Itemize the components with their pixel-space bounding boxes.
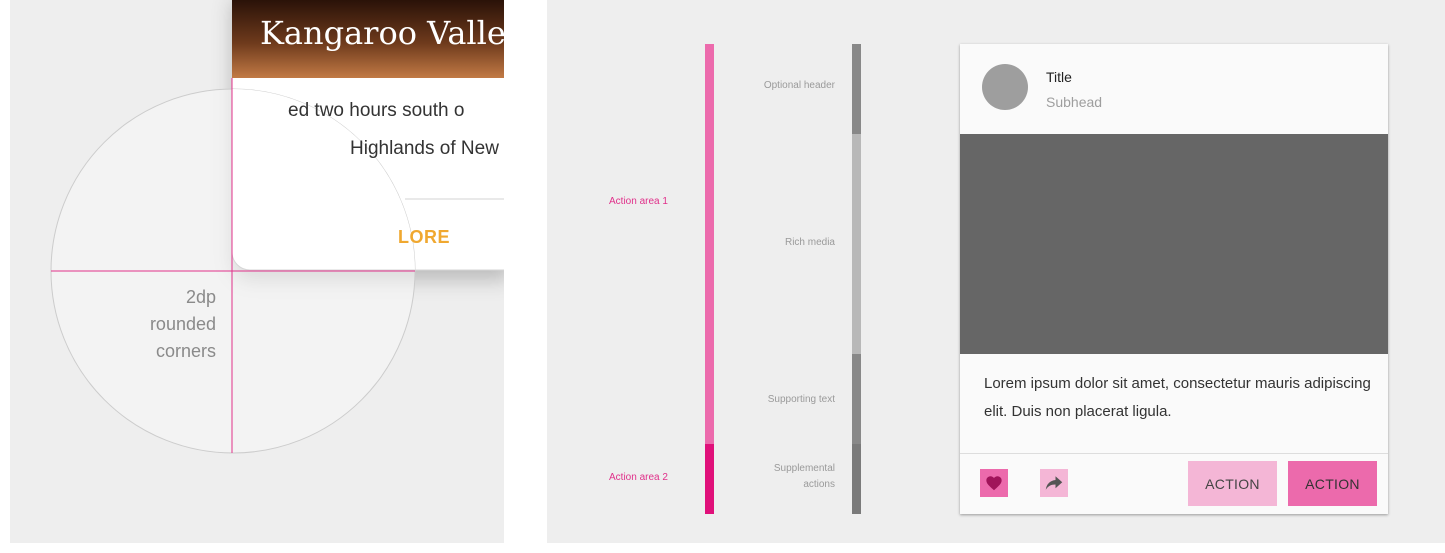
avatar bbox=[982, 64, 1028, 110]
sample-card: Title Subhead Lorem ipsum dolor sit amet… bbox=[960, 44, 1388, 514]
card-hero-image bbox=[232, 0, 504, 78]
annotation-line-1: 2dp bbox=[185, 287, 216, 307]
card-anatomy-panel: Action area 1 Action area 2 Optional hea… bbox=[547, 0, 1445, 543]
card-subhead: Subhead bbox=[1046, 94, 1103, 110]
label-optional-header: Optional header bbox=[763, 80, 835, 91]
optional-header-bar bbox=[852, 44, 861, 134]
action-area-2-bar bbox=[705, 444, 714, 514]
explore-button[interactable]: LORE bbox=[398, 227, 451, 247]
label-supplemental-line-2: actions bbox=[803, 479, 835, 490]
rounded-corners-panel: Kangaroo Valle ed two hours south o High… bbox=[10, 0, 504, 543]
action-button-2[interactable]: ACTION bbox=[1288, 461, 1377, 506]
card-body-line-1: ed two hours south o bbox=[288, 100, 465, 121]
action-area-1-bar bbox=[705, 44, 714, 444]
annotation-line-2: rounded bbox=[149, 314, 216, 334]
supporting-text: Lorem ipsum dolor sit amet, consectetur … bbox=[984, 375, 1371, 420]
magnifier-illustration bbox=[50, 0, 504, 454]
label-rich-media: Rich media bbox=[784, 237, 835, 248]
heart-icon bbox=[986, 476, 1002, 491]
action-button-1[interactable]: ACTION bbox=[1188, 461, 1277, 506]
favorite-button[interactable] bbox=[980, 469, 1008, 497]
actions-divider bbox=[960, 453, 1388, 454]
label-supplemental-line-1: Supplemental bbox=[773, 463, 835, 474]
rich-media-bar bbox=[852, 134, 861, 354]
card-body-line-2: Highlands of New bbox=[350, 138, 499, 159]
supplemental-actions-bar bbox=[852, 444, 861, 514]
annotation-line-3: corners bbox=[155, 341, 216, 361]
share-icon bbox=[1045, 476, 1063, 490]
label-action-area-1: Action area 1 bbox=[609, 196, 668, 207]
supporting-text-bar bbox=[852, 354, 861, 444]
card-title: Title bbox=[1046, 69, 1072, 85]
rich-media-area bbox=[960, 134, 1388, 354]
card-title: Kangaroo Valle bbox=[260, 14, 504, 52]
label-action-area-2: Action area 2 bbox=[609, 472, 668, 483]
label-supporting-text: Supporting text bbox=[767, 394, 835, 405]
share-button[interactable] bbox=[1040, 469, 1068, 497]
